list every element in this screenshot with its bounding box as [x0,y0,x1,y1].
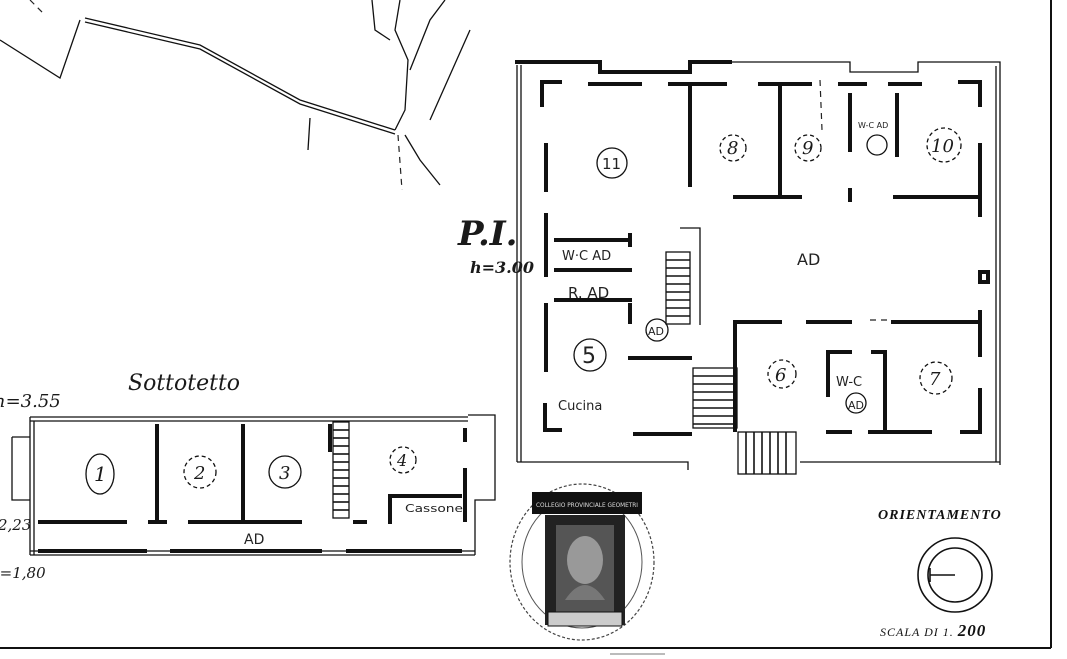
scale-value: 200 [957,621,987,640]
site-boundary-lines [0,0,471,191]
room-ad-main-label: AD [797,250,820,269]
attic-staircase [332,421,350,519]
north-arrow-icon [917,537,993,613]
attic-height-low: h=1,80 [0,564,46,582]
attic-floor-plan: Sottotetto h=3.55 2,23 h=1,80 1 2 3 4 Ca… [0,371,496,582]
room-10-label: 10 [931,136,954,157]
room-wc-label: W-C [836,375,862,390]
room-wc-ad-small-label: W-C AD [858,121,888,130]
scale-prefix: SCALA DI 1. [880,625,954,639]
attic-room-1-label: 1 [94,462,107,486]
attic-cassone-label: Cassone [405,502,463,515]
attic-room-4-label: 4 [396,451,407,470]
plan-title-attic: Sottotetto [128,371,240,396]
orientation-label: ORIENTAMENTO [878,508,1002,523]
upper-floor-plan: P.I. h=3.00 11 8 9 W-C AD 10 AD W·C AD R… [457,60,1001,475]
plan-title-upper: P.I. [457,214,518,254]
room-cucina-label: Cucina [558,399,602,414]
room-8-label: 8 [727,138,738,159]
front-steps [737,431,797,475]
sheet-frame [0,0,1052,649]
staircase-entry [692,367,738,429]
room-ad-wc-label: AD [848,399,864,412]
room-9-label: 9 [802,138,813,159]
legend-block: ORIENTAMENTO SCALA DI 1. 200 [878,508,1002,640]
room-wc-ad-label: W·C AD [562,249,611,264]
room-ad-stair-label: AD [648,325,664,338]
plan-height-upper: h=3.00 [470,258,534,277]
room-r-ad-label: R. AD [568,284,609,302]
attic-height-top: h=3.55 [0,391,61,412]
room-7-label: 7 [929,369,941,390]
stamp-header-text: COLLEGIO PROVINCIALE GEOMETRI [536,502,638,509]
attic-height-mid: 2,23 [0,516,31,534]
room-5-label: 5 [582,344,596,369]
room-11-label: 11 [602,155,621,173]
attic-ad-label: AD [244,532,264,548]
official-stamp: COLLEGIO PROVINCIALE GEOMETRI [509,483,655,641]
attic-room-3-label: 3 [279,463,290,484]
scale-label: SCALA DI 1. 200 [880,621,986,640]
staircase-upper [665,227,701,325]
room-6-label: 6 [775,365,786,386]
attic-room-2-label: 2 [193,463,205,484]
